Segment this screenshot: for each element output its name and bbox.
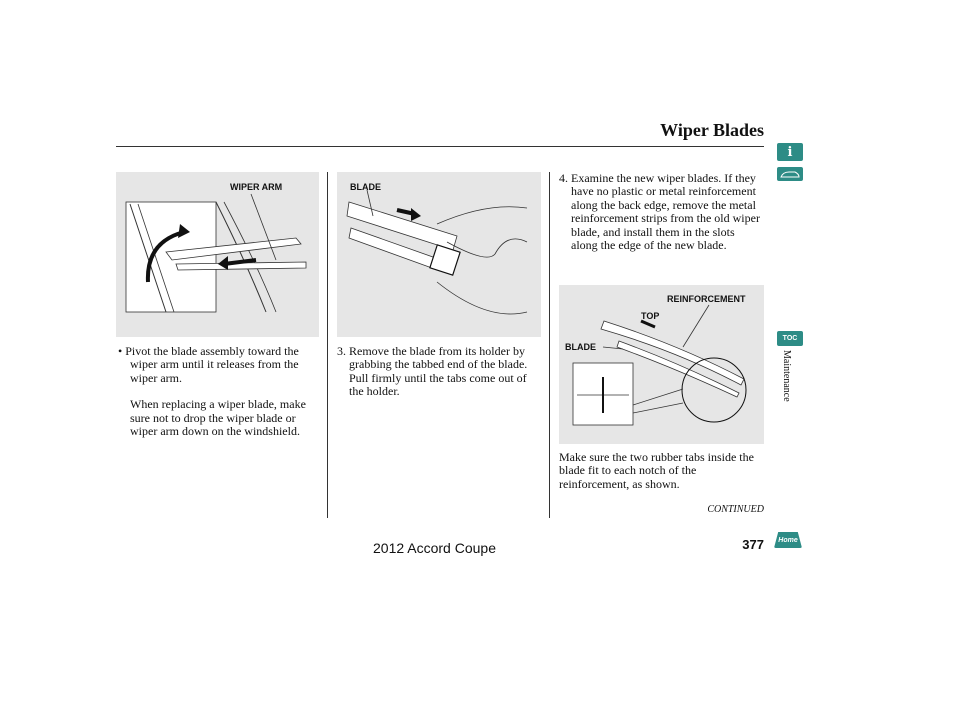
figure-wiper-arm: WIPER ARM: [116, 172, 319, 337]
header-rule: [116, 146, 764, 147]
figure-reinforcement: REINFORCEMENT TOP BLADE: [559, 285, 764, 444]
footer-model: 2012 Accord Coupe: [373, 540, 496, 556]
column-2-text: 3. Remove the blade from its holder by g…: [337, 344, 541, 399]
label-blade: BLADE: [350, 182, 381, 192]
label-top: TOP: [641, 311, 660, 321]
toc-button[interactable]: TOC: [777, 331, 803, 346]
blade-holder-illustration: [346, 189, 528, 315]
reinforcement-illustration: [572, 304, 747, 426]
column-divider: [549, 172, 550, 518]
page-number: 377: [742, 537, 764, 552]
step-3: 3. Remove the blade from its holder by g…: [337, 344, 528, 399]
wiper-arm-illustration: [125, 193, 307, 313]
column-3-text: 4. Examine the new wiper blades. If they…: [559, 171, 764, 253]
continued-label: CONTINUED: [707, 504, 764, 515]
label-wiper-arm: WIPER ARM: [230, 182, 283, 192]
page-title: Wiper Blades: [660, 120, 764, 140]
column-divider: [327, 172, 328, 518]
figure-blade-holder: BLADE: [337, 172, 541, 337]
step-pivot: • Pivot the blade assembly toward the wi…: [118, 344, 299, 385]
label-reinforcement: REINFORCEMENT: [667, 294, 746, 304]
car-index-icon[interactable]: [777, 167, 803, 181]
step-4: 4. Examine the new wiper blades. If they…: [559, 171, 760, 253]
note-rubber-tabs: Make sure the two rubber tabs inside the…: [559, 450, 754, 491]
column-1-text: • Pivot the blade assembly toward the wi…: [118, 344, 314, 439]
label-blade-2: BLADE: [565, 342, 596, 352]
note-replacing: When replacing a wiper blade, make sure …: [130, 397, 306, 439]
section-tab: Maintenance: [778, 350, 798, 420]
section-label: Maintenance: [781, 350, 792, 402]
info-icon[interactable]: i: [777, 143, 803, 161]
home-button[interactable]: Home: [774, 532, 802, 548]
